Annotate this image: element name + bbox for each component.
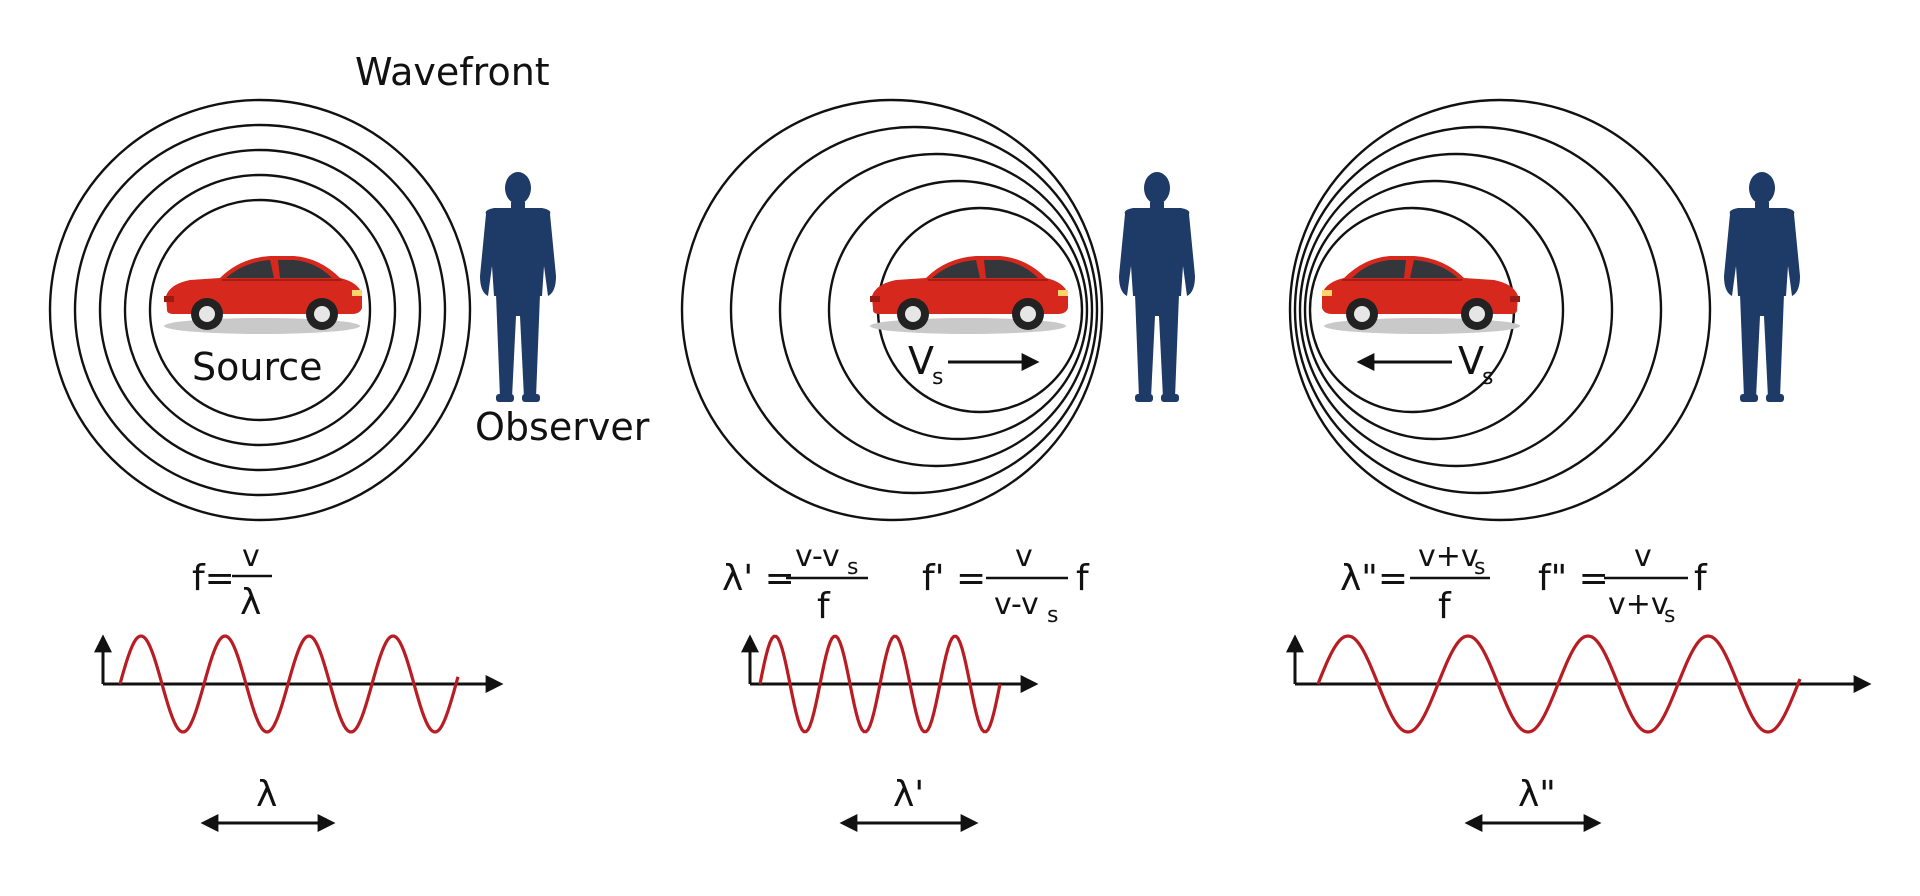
svg-text:λ: λ — [240, 582, 261, 623]
source-label: Source — [192, 345, 323, 389]
equation-wavelength-receding: λ"= v+v s f — [1340, 539, 1490, 627]
equation-frequency-approaching: f' = v v-v s f — [922, 539, 1090, 628]
svg-text:V: V — [908, 339, 934, 383]
svg-text:v: v — [1015, 539, 1033, 574]
wavefronts-expanded — [1288, 98, 1712, 522]
velocity-arrow-icon: V s — [908, 339, 1040, 390]
car-icon — [1321, 255, 1521, 335]
wave-graph-expanded — [1286, 634, 1872, 734]
equation-frequency: f= v λ — [192, 539, 272, 623]
svg-text:λ"=: λ"= — [1340, 558, 1408, 599]
wavelength-indicator: λ" — [1464, 774, 1602, 832]
panel-stationary: Wavefront Source Observer f= v λ λ — [48, 50, 650, 832]
svg-text:v+v: v+v — [1418, 539, 1479, 574]
svg-text:f: f — [1694, 558, 1708, 599]
observer-label: Observer — [475, 405, 650, 449]
sine-wave — [758, 634, 1002, 734]
svg-text:λ": λ" — [1518, 774, 1556, 815]
observer-silhouette-icon — [1119, 172, 1195, 402]
svg-text:s: s — [932, 365, 943, 390]
wave-graph-stationary — [94, 634, 504, 734]
sine-wave — [118, 634, 460, 734]
svg-text:f: f — [817, 586, 831, 627]
svg-text:f: f — [1438, 586, 1452, 627]
svg-text:λ' =: λ' = — [722, 558, 795, 599]
svg-text:v-v: v-v — [795, 539, 840, 574]
wave-graph-compressed — [741, 634, 1039, 734]
svg-text:s: s — [1474, 555, 1485, 580]
wavefront-label: Wavefront — [355, 50, 550, 94]
svg-text:v+v: v+v — [1608, 587, 1669, 622]
panel-receding: V s λ"= v+v s f f" = v v+v s f λ" — [1286, 98, 1872, 832]
svg-text:v-v: v-v — [994, 587, 1039, 622]
observer-silhouette-icon — [480, 172, 556, 402]
velocity-arrow-icon: V s — [1356, 339, 1493, 390]
equation-wavelength-approaching: λ' = v-v s f — [722, 539, 868, 627]
svg-text:v: v — [1634, 539, 1652, 574]
wavelength-indicator: λ — [200, 774, 336, 832]
svg-text:s: s — [1482, 365, 1493, 390]
svg-text:f" =: f" = — [1538, 558, 1609, 599]
car-icon — [163, 255, 363, 335]
svg-text:v: v — [242, 539, 260, 574]
equation-frequency-receding: f" = v v+v s f — [1538, 539, 1708, 628]
observer-silhouette-icon — [1724, 172, 1800, 402]
wavefronts-compressed — [680, 98, 1104, 522]
panel-approaching: V s λ' = v-v s f f' = v v-v s f λ' — [680, 98, 1195, 832]
car-icon — [869, 255, 1069, 335]
svg-text:λ: λ — [256, 774, 277, 815]
svg-text:λ': λ' — [893, 774, 924, 815]
svg-text:s: s — [1664, 603, 1675, 628]
svg-text:s: s — [1047, 603, 1058, 628]
svg-text:f: f — [1076, 558, 1090, 599]
wavefronts-stationary — [48, 98, 472, 522]
svg-text:s: s — [847, 555, 858, 580]
svg-text:f=: f= — [192, 558, 235, 599]
sine-wave — [1316, 634, 1802, 734]
svg-text:V: V — [1458, 339, 1484, 383]
wavelength-indicator: λ' — [839, 774, 979, 832]
svg-text:f' =: f' = — [922, 558, 986, 599]
